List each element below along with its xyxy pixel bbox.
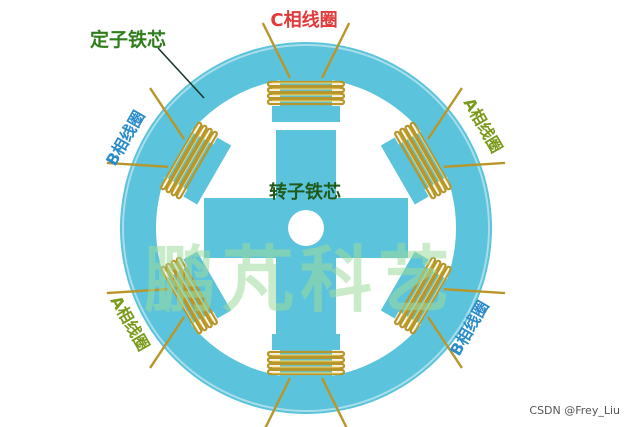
stator-pole-a-lower-left xyxy=(161,251,232,327)
coil-a-lower-left xyxy=(106,256,218,369)
coil-c-bottom xyxy=(264,350,348,427)
rotor-core xyxy=(204,130,408,334)
stator-pole-b-lower-right xyxy=(380,251,451,327)
coil-b-lower-right xyxy=(394,256,506,369)
stator-poles xyxy=(161,76,451,380)
label-coil-c: C相线圈 xyxy=(270,9,337,31)
stator-pole-a-upper-right xyxy=(380,129,451,205)
stator-leader-line xyxy=(157,47,205,99)
coil-a-upper-right xyxy=(394,87,506,200)
watermark-text: 鹏芃科艺 xyxy=(144,238,456,322)
coil-b-upper-left xyxy=(106,87,218,200)
label-rotor-core: 转子铁芯 xyxy=(269,181,341,203)
credit-text: CSDN @Frey_Liu xyxy=(529,404,620,417)
stator-pole-b-upper-left xyxy=(161,129,232,205)
label-stator-core: 定子铁芯 xyxy=(90,28,166,51)
coil-c-top xyxy=(261,22,351,106)
stator-coils xyxy=(106,22,506,427)
